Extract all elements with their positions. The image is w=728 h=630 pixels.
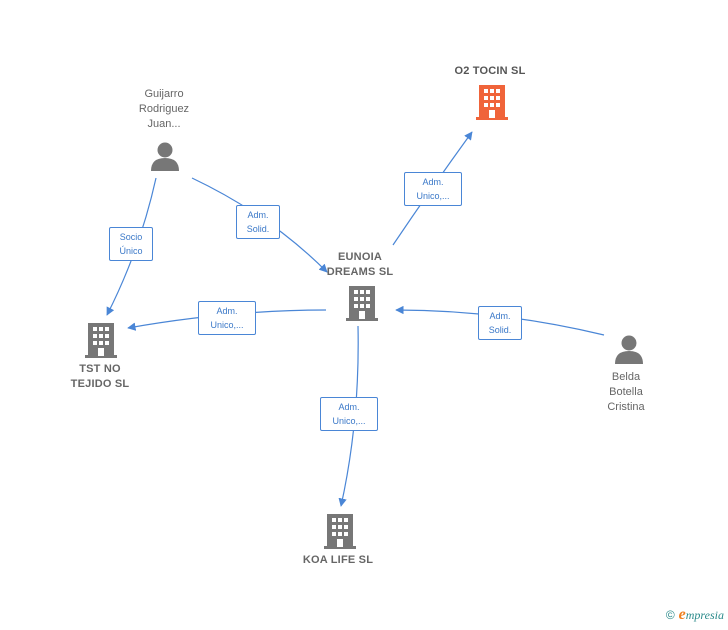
edge-label-line1: Adm. [216,306,238,316]
node-label-guijarro: Guijarro Rodriguez Juan... [138,88,190,130]
building-icon[interactable] [476,84,508,120]
edge-label-guijarro-tst: Socio Único [109,227,153,261]
edge-label-line1: Adm. [422,177,444,187]
edge-label-line1: Adm. [338,402,360,412]
node-label-belda: Belda Botella Cristina [607,371,645,413]
person-icon[interactable] [614,334,644,364]
node-label-eunoia: EUNOIA DREAMS SL [326,251,394,278]
node-label-o2-tocin: O2 TOCIN SL [454,65,526,77]
building-icon[interactable] [324,513,356,549]
edge-label-eunoia-o2: Adm. Unico,... [404,172,462,206]
node-label-tst: TST NO TEJIDO SL [70,363,130,390]
edge-label-line2: Solid. [246,224,270,234]
brand-name: mpresia [685,608,724,622]
person-icon[interactable] [150,141,180,171]
edge-label-line2: Único [119,246,143,256]
empresia-watermark: ©empresia [666,606,724,624]
edge-label-line2: Unico,... [416,191,450,201]
edge-label-line1: Adm. [489,311,511,321]
edge-label-line2: Unico,... [332,416,366,426]
edge-label-line1: Adm. [247,210,269,220]
building-icon[interactable] [346,285,378,321]
copyright-symbol: © [665,608,675,622]
edge-label-line2: Solid. [488,325,512,335]
node-label-koa: KOA LIFE SL [302,554,374,566]
edge-label-line1: Socio [119,232,143,242]
brand-initial: e [678,606,686,623]
building-icon[interactable] [85,322,117,358]
edge-label-line2: Unico,... [210,320,244,330]
edge-label-eunoia-koa: Adm. Unico,... [320,397,378,431]
edge-label-belda-eunoia: Adm. Solid. [478,306,522,340]
edge-label-guijarro-eunoia: Adm. Solid. [236,205,280,239]
edge-label-eunoia-tst: Adm. Unico,... [198,301,256,335]
